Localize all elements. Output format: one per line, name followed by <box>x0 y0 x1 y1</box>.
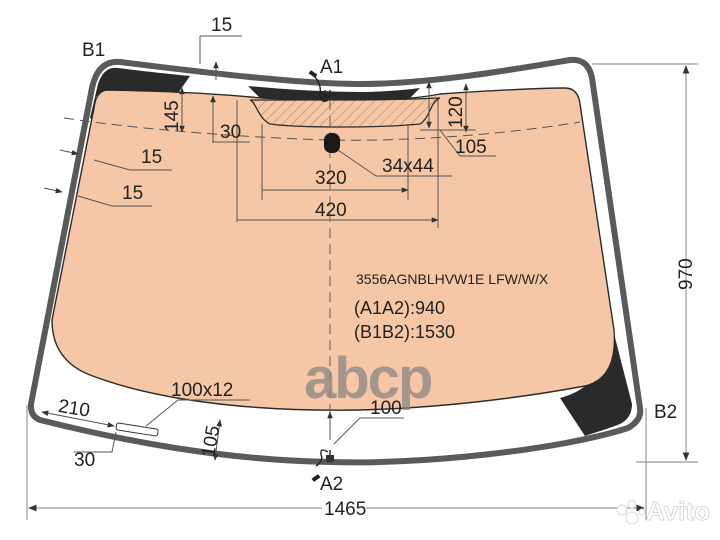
dim-420: 420 <box>315 200 347 221</box>
sensor-pad <box>324 133 340 153</box>
dim-34x44: 34x44 <box>382 156 434 177</box>
point-label-a1: A1 <box>320 57 343 78</box>
dim-970: 970 <box>676 258 697 290</box>
shade-band-hatched <box>249 97 441 128</box>
dim-145: 145 <box>162 100 183 132</box>
dim-1465: 1465 <box>324 499 366 520</box>
a1-plug-icon <box>308 70 318 78</box>
dashed-band-line <box>63 117 581 141</box>
avito-logo-icon <box>616 499 646 525</box>
abcp-watermark: abcp <box>304 346 432 411</box>
part-code: 3556AGNBLHVW1E LFW/W/X <box>356 271 549 287</box>
dim-120: 120 <box>446 96 467 128</box>
dim-320: 320 <box>315 168 347 189</box>
a1a2-length: (A1A2):940 <box>354 298 445 318</box>
point-label-b2: B2 <box>654 402 677 423</box>
dim-side-15-upper: 15 <box>141 147 162 168</box>
top-center-black-band <box>248 86 420 100</box>
b1b2-length: (B1B2):1530 <box>354 322 455 342</box>
point-label-b1: B1 <box>82 40 105 61</box>
dim-top-15: 15 <box>211 15 232 36</box>
avito-watermark: Avito <box>646 496 710 526</box>
dim-100-center: 100 <box>370 398 402 419</box>
wiper-slot <box>115 422 159 437</box>
a1-connector-icon <box>313 75 331 103</box>
a2-terminal-icon <box>326 455 334 462</box>
point-label-a2: A2 <box>320 474 343 495</box>
dim-side-15-lower: 15 <box>122 183 143 204</box>
dim-210: 210 <box>57 396 92 422</box>
dim-30-top: 30 <box>220 122 241 143</box>
a2-plug-icon <box>311 474 321 482</box>
dim-105-top: 105 <box>455 137 487 158</box>
dim-100x12: 100x12 <box>171 380 233 401</box>
dim-30-bottom: 30 <box>74 450 95 471</box>
